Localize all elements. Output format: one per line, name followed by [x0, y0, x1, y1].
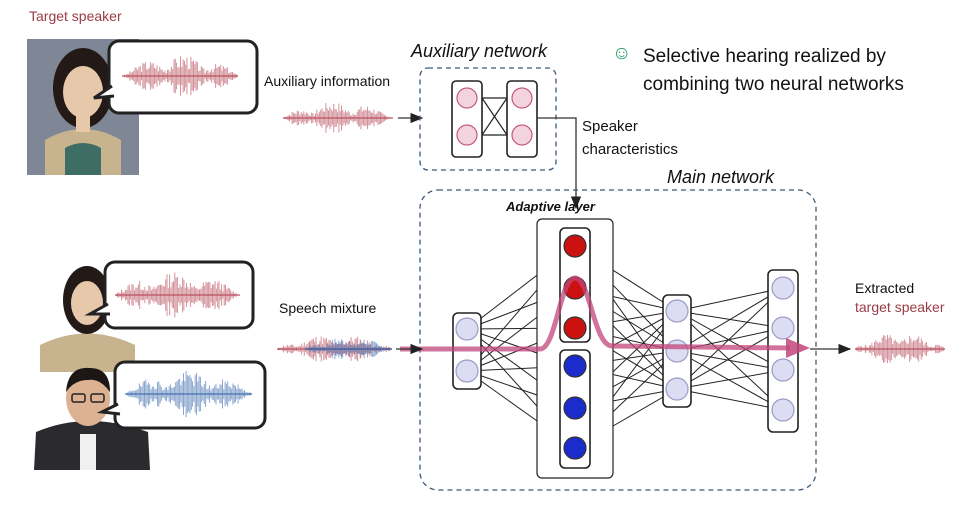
network-edge: [676, 388, 784, 411]
smile-icon: ☺: [612, 43, 632, 64]
network-node: [771, 276, 795, 300]
extracted-label-1: Extracted: [855, 280, 915, 296]
adaptive-layer-title: Adaptive layer: [506, 199, 595, 214]
speech-bubble-target: [84, 260, 255, 330]
auxiliary-waveform: [283, 103, 393, 133]
network-node: [771, 358, 795, 382]
speech-bubble-other: [96, 360, 267, 430]
network-node: [563, 316, 587, 340]
network-node: [665, 377, 689, 401]
speaker-characteristics-label-1: Speaker: [582, 118, 638, 135]
network-edge: [676, 287, 784, 312]
flow-arrowhead: [786, 338, 810, 358]
network-node: [563, 234, 587, 258]
network-edge: [676, 287, 784, 390]
network-node: [563, 396, 587, 420]
network-edge: [676, 287, 784, 352]
speech-mixture-waveform: [277, 336, 392, 362]
network-edge: [676, 350, 784, 371]
network-node: [455, 317, 479, 341]
network-node: [665, 299, 689, 323]
speaker-characteristics-label-2: characteristics: [582, 141, 678, 158]
speaker-characteristics-arrow: [537, 117, 582, 210]
extracted-waveform: [855, 335, 946, 363]
network-edge: [676, 350, 784, 411]
target-speaker-label: Target speaker: [29, 8, 122, 24]
tagline-line-2: combining two neural networks: [643, 74, 904, 95]
network-connections: [466, 245, 784, 449]
network-node: [455, 359, 479, 383]
network-node: [771, 316, 795, 340]
main-network-title: Main network: [667, 167, 775, 187]
network-edge: [676, 310, 784, 371]
flow-highlight-arrow: [400, 275, 791, 352]
network-node: [771, 398, 795, 422]
main-network-box: [419, 189, 817, 491]
network-node: [665, 339, 689, 363]
auxiliary-information-label: Auxiliary information: [264, 73, 391, 89]
tagline-line-1: Selective hearing realized by: [643, 46, 886, 67]
network-node: [563, 354, 587, 378]
extracted-label-2: target speaker: [855, 299, 945, 315]
auxiliary-network-box: [419, 67, 557, 171]
speech-mixture-label: Speech mixture: [279, 300, 377, 316]
network-edge: [676, 327, 784, 390]
network-edge: [676, 369, 784, 390]
network-node: [563, 436, 587, 460]
auxiliary-network-title: Auxiliary network: [411, 41, 548, 61]
woman-speaker-photo-2: [40, 262, 135, 372]
speech-bubble: [93, 39, 259, 115]
